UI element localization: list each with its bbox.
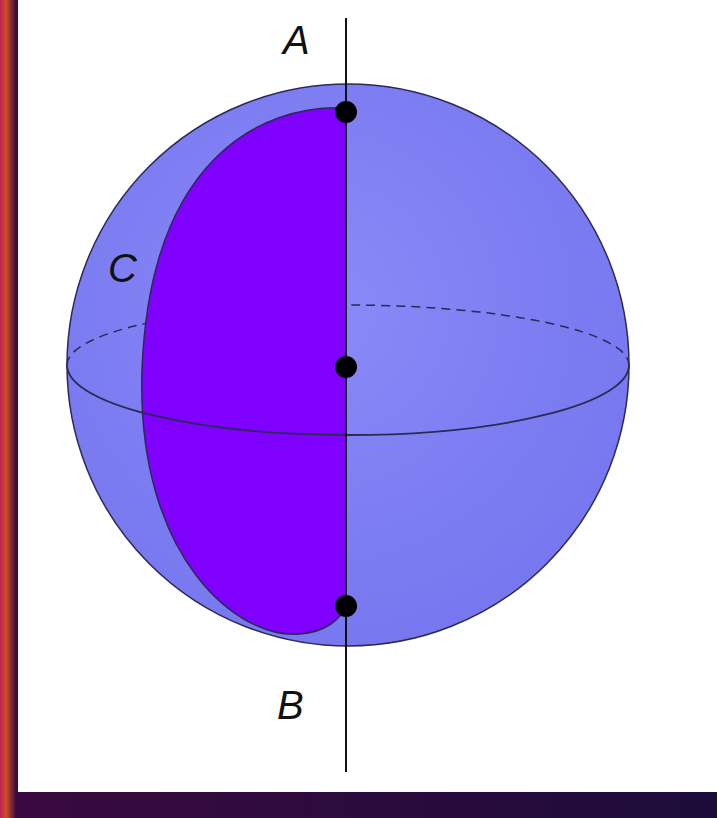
axis-line <box>345 18 347 772</box>
pole-dot <box>335 101 357 123</box>
pole-dot <box>335 595 357 617</box>
sphere <box>67 84 629 646</box>
center-dot <box>335 356 357 378</box>
half-disk-section <box>142 108 346 635</box>
axis-end-label: A <box>283 20 310 60</box>
section-label: C <box>108 248 137 288</box>
axis-end-label: B <box>277 685 304 725</box>
